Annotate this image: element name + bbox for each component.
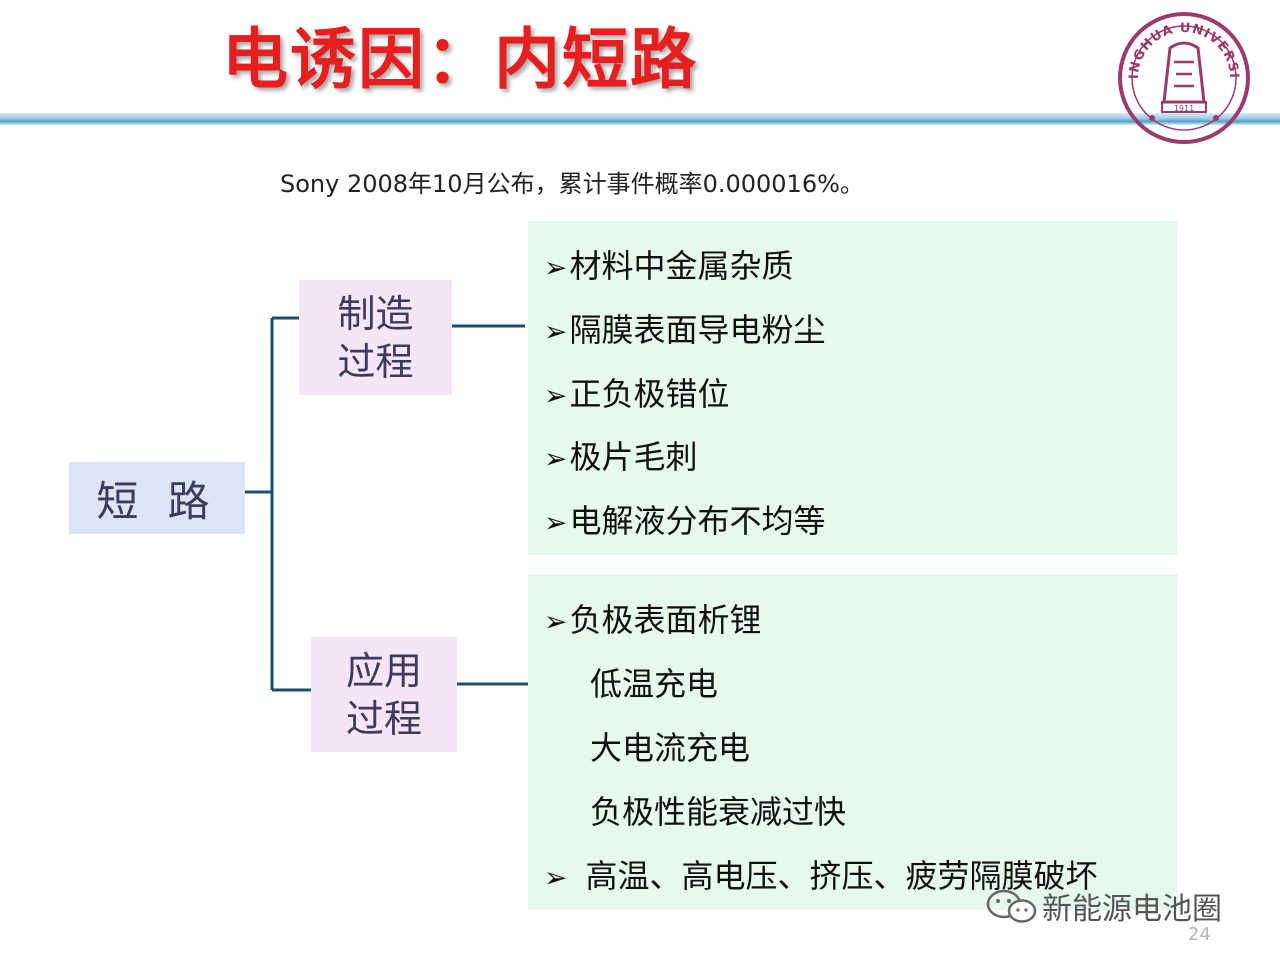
branch-label-line2: 过程 bbox=[345, 696, 422, 741]
arrow-bullet-icon: ➢ bbox=[544, 506, 568, 539]
list-item-text: 高温、高电压、挤压、疲劳隔膜破坏 bbox=[585, 857, 1098, 895]
list-item: 低温充电 bbox=[590, 664, 718, 704]
root-node-short-circuit: 短 路 bbox=[69, 462, 245, 534]
arrow-bullet-icon: ➢ bbox=[544, 605, 568, 638]
branch-node-application: 应用 过程 bbox=[311, 637, 457, 752]
list-item: ➢负极表面析锂 bbox=[544, 600, 761, 642]
list-item-text: 低温充电 bbox=[590, 665, 719, 703]
wechat-icon bbox=[986, 889, 1037, 923]
arrow-bullet-icon: ➢ bbox=[544, 251, 568, 284]
list-item-text: 电解液分布不均等 bbox=[569, 502, 826, 540]
watermark-text: 新能源电池圈 bbox=[1042, 892, 1222, 927]
list-item-text: 材料中金属杂质 bbox=[569, 247, 794, 285]
application-causes-panel bbox=[528, 574, 1178, 910]
list-item: ➢隔膜表面导电粉尘 bbox=[544, 310, 825, 352]
list-item-text: 隔膜表面导电粉尘 bbox=[569, 311, 826, 349]
list-item: ➢材料中金属杂质 bbox=[544, 246, 793, 288]
list-item: ➢极片毛刺 bbox=[544, 437, 697, 479]
list-item: ➢正负极错位 bbox=[544, 374, 729, 416]
manufacturing-causes-panel bbox=[528, 221, 1178, 555]
page-number: 24 bbox=[1188, 924, 1211, 945]
list-item-text: 负极表面析锂 bbox=[569, 601, 762, 639]
arrow-bullet-icon: ➢ bbox=[544, 861, 568, 894]
arrow-bullet-icon: ➢ bbox=[544, 315, 568, 348]
list-item: ➢ 高温、高电压、挤压、疲劳隔膜破坏 bbox=[544, 856, 1097, 898]
list-item-text: 负极性能衰减过快 bbox=[590, 793, 847, 831]
branch-node-manufacturing: 制造 过程 bbox=[299, 280, 452, 395]
list-item: 大电流充电 bbox=[590, 728, 750, 768]
branch-label-line1: 应用 bbox=[345, 648, 422, 693]
seal-year: 1911 bbox=[1174, 104, 1194, 113]
arrow-bullet-icon: ➢ bbox=[544, 379, 568, 412]
list-item-text: 大电流充电 bbox=[590, 729, 751, 767]
list-item-text: 极片毛刺 bbox=[569, 438, 698, 476]
list-item-text: 正负极错位 bbox=[569, 375, 730, 413]
slide-title: 电诱因：内短路 bbox=[222, 21, 698, 98]
list-item: ➢电解液分布不均等 bbox=[544, 501, 825, 543]
list-item: 负极性能衰减过快 bbox=[590, 792, 846, 832]
title-divider bbox=[0, 113, 1280, 125]
event-probability-note: Sony 2008年10月公布，累计事件概率0.000016%。 bbox=[280, 170, 864, 198]
wechat-watermark: 新能源电池圈 bbox=[982, 884, 1222, 928]
arrow-bullet-icon: ➢ bbox=[544, 442, 568, 475]
branch-label-line2: 过程 bbox=[337, 339, 414, 384]
branch-label-line1: 制造 bbox=[337, 291, 414, 336]
root-node-label: 短 路 bbox=[96, 476, 218, 526]
university-seal-icon: TSINGHUA UNIVERSITY 1911 bbox=[1116, 10, 1250, 144]
